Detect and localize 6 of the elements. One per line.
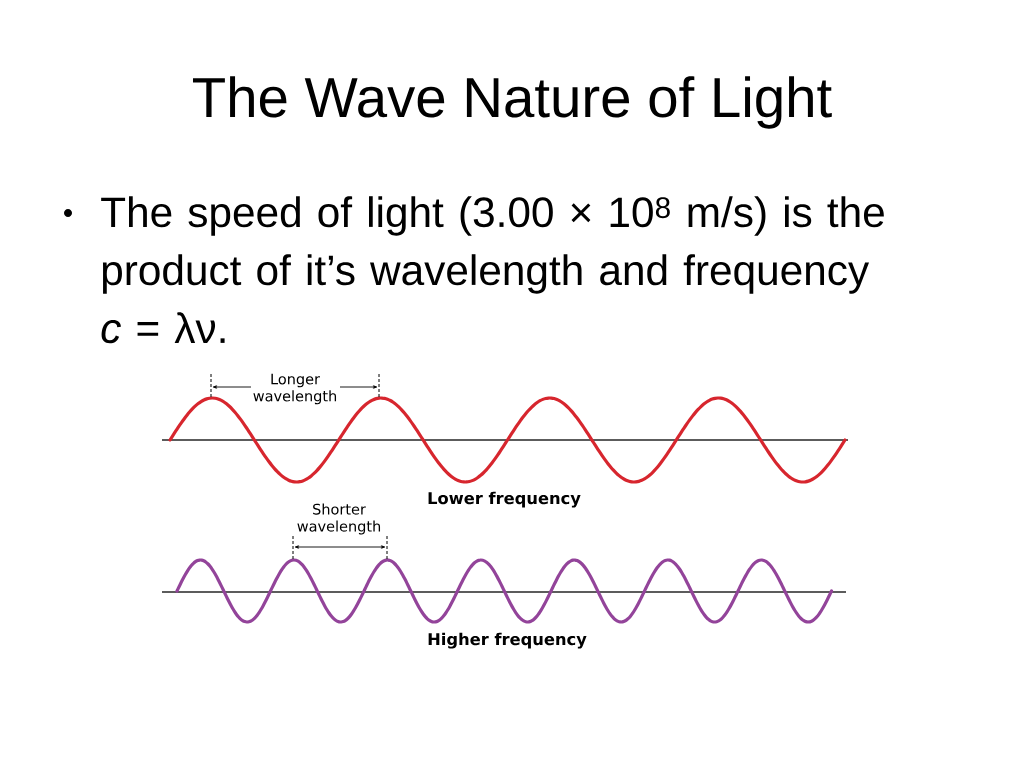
title: The Wave Nature of Light [193, 76, 832, 129]
dimension-label: Shorter wavelength [297, 503, 380, 535]
bullet-text: The speed of light (3.00 × 10$^{8}$ m/s) is the product of it’s wavelength and frequency c = λν. [101, 196, 884, 344]
wave-caption: Lower frequency [428, 491, 581, 508]
wave-caption: Higher frequency [428, 632, 587, 649]
dimension-label: Longer wavelength [253, 373, 336, 405]
